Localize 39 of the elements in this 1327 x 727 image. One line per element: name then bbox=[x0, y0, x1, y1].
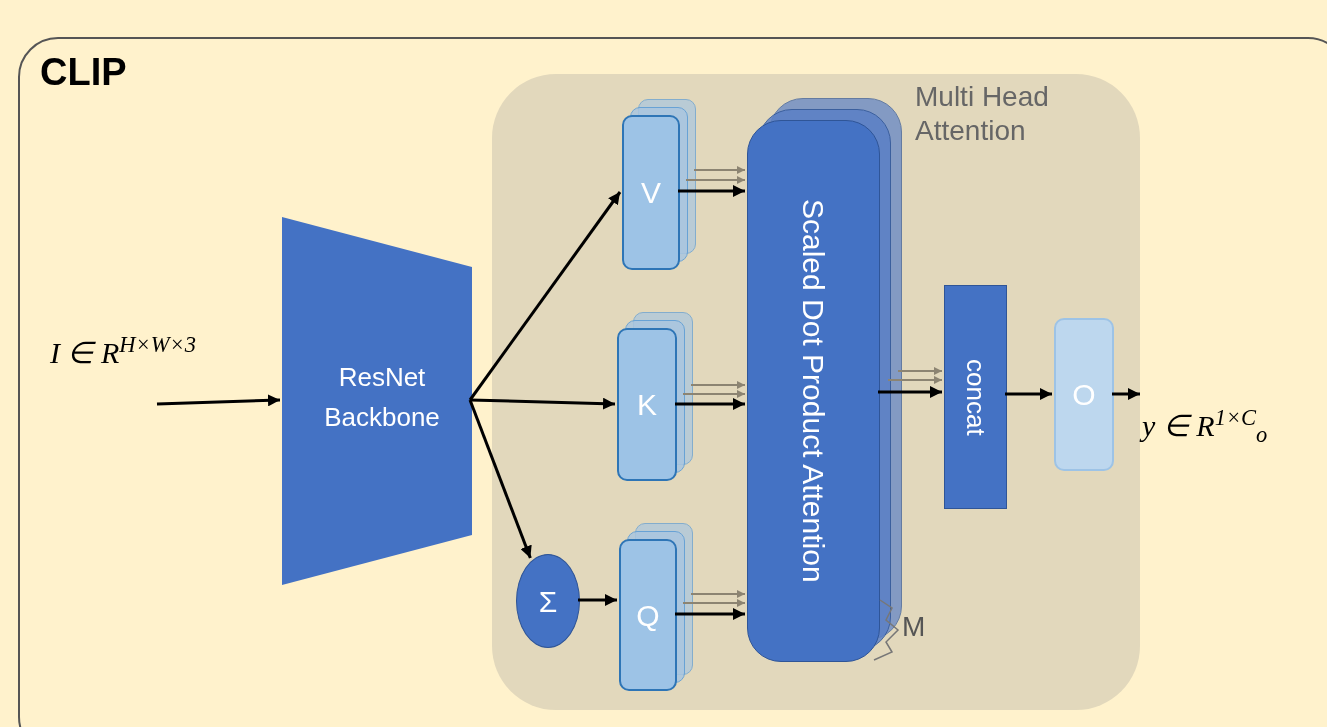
arrow bbox=[682, 390, 746, 398]
arrow bbox=[685, 176, 746, 184]
arrow bbox=[690, 590, 746, 598]
projection-box bbox=[617, 328, 677, 481]
arrow bbox=[678, 185, 745, 197]
concat-label: concat bbox=[960, 358, 992, 436]
arrow bbox=[693, 166, 746, 174]
projection-box bbox=[619, 539, 677, 691]
arrow bbox=[578, 594, 617, 606]
arrow bbox=[675, 608, 745, 620]
container-title: CLIP bbox=[40, 53, 127, 91]
projection-label: Q bbox=[636, 597, 660, 634]
arrow bbox=[897, 367, 943, 375]
arrow bbox=[690, 381, 746, 389]
arrow bbox=[887, 376, 943, 384]
projection-label: K bbox=[637, 387, 657, 423]
arrow bbox=[1112, 388, 1140, 400]
arrow bbox=[675, 398, 745, 410]
math-label: I ∈ R$^{H×W×3}$ bbox=[50, 330, 196, 371]
group-title: Multi Head Attention bbox=[915, 80, 1050, 148]
container-box bbox=[18, 37, 1327, 727]
arrow bbox=[469, 397, 616, 410]
arrow bbox=[468, 191, 622, 401]
output-box bbox=[1054, 318, 1114, 471]
backbone-label: ResNet Backbone bbox=[323, 361, 441, 434]
attention-block bbox=[747, 120, 880, 662]
arrow bbox=[468, 399, 532, 559]
arrow bbox=[1005, 388, 1052, 400]
projection-box bbox=[622, 115, 680, 270]
output-label: O bbox=[1072, 377, 1096, 413]
group-panel bbox=[492, 74, 1140, 710]
projection-label: V bbox=[641, 175, 661, 211]
attention-label: Scaled Dot Product Attention bbox=[796, 199, 831, 583]
sum-symbol: Σ bbox=[538, 583, 558, 620]
arrow bbox=[156, 394, 281, 407]
layer-count-label: M bbox=[902, 610, 926, 644]
arrow bbox=[682, 599, 746, 607]
concat-block bbox=[944, 285, 1007, 509]
arrow bbox=[878, 386, 942, 398]
